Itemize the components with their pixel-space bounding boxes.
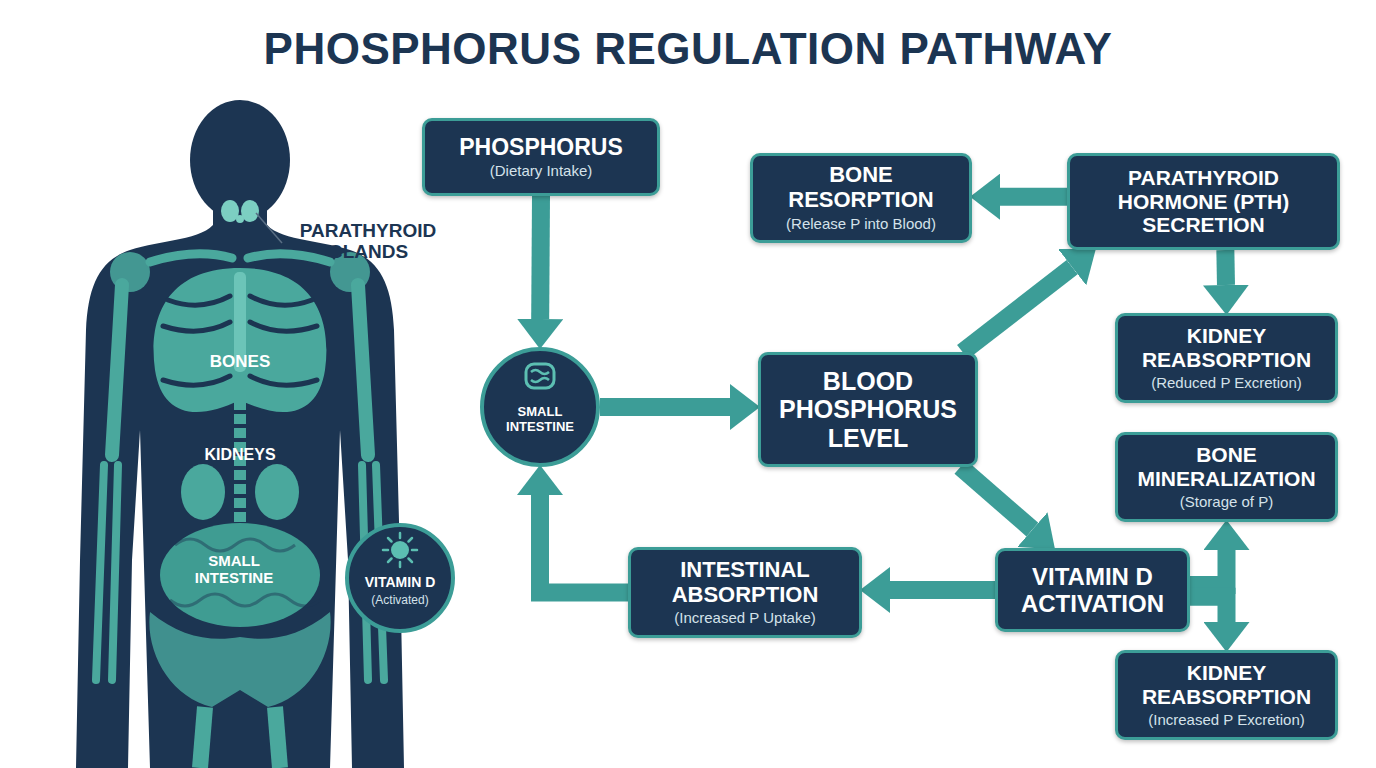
parathyroid-gland [236, 215, 244, 223]
node-subtext: (Release P into Blood) [786, 216, 936, 233]
process-box: KIDNEY REABSORPTION (Increased P Excretio… [1115, 650, 1338, 740]
skeleton [96, 200, 384, 768]
kidney-shape [255, 464, 299, 520]
torso-silhouette [76, 222, 404, 768]
organ-label: KIDNEYS [185, 446, 295, 464]
sun-ray [409, 538, 413, 542]
process-box: BONE RESORPTION (Release P into Blood) [750, 153, 972, 243]
forearm-bone [112, 465, 118, 680]
node-subtext: (Reduced P Excretion) [1151, 375, 1302, 392]
intestine-folds [170, 539, 320, 606]
node-heading: INTESTINAL ABSORPTION [637, 558, 853, 608]
femur [200, 707, 205, 768]
central-box: BLOOD PHOSPHORUS LEVEL [758, 352, 978, 467]
flow-arrow [890, 581, 995, 599]
node-heading: KIDNEY REABSORPTION [1124, 324, 1329, 371]
sun-ray [399, 533, 402, 538]
pelvis [149, 612, 330, 707]
kidney-shape [181, 464, 225, 520]
leader-line [256, 213, 282, 243]
femur [275, 707, 280, 768]
vitamin-circle: VITAMIN D (Activated) [345, 523, 455, 633]
process-box: VITAMIN D ACTIVATION [995, 548, 1190, 632]
node-subtext: (Dietary Intake) [490, 163, 593, 180]
sun-ray [409, 559, 413, 563]
node-heading: VITAMIN D [365, 575, 436, 591]
circle-shape [482, 349, 598, 465]
node-heading: VITAMIN D ACTIVATION [1004, 563, 1181, 617]
node-heading: PARATHYROID HORMONE (PTH) SECRETION [1076, 166, 1331, 237]
sun-disc [391, 541, 409, 559]
node-heading: BONE RESORPTION [759, 163, 963, 213]
flow-arrow [1216, 250, 1235, 285]
sun-ray [412, 549, 417, 552]
circle-shape [347, 525, 453, 631]
intestine-fold [175, 539, 295, 551]
organ-label: SMALL INTESTINE [178, 553, 290, 587]
node-subtext: (Storage of P) [1180, 494, 1273, 511]
intestine-icon [526, 364, 554, 388]
process-box: KIDNEY REABSORPTION (Reduced P Excretion) [1115, 313, 1338, 403]
sun-ray [388, 559, 392, 563]
process-box: BONE MINERALIZATION (Storage of P) [1115, 432, 1338, 522]
intestine-icon-folds [531, 370, 549, 382]
rib-gap [250, 296, 312, 305]
humerus [112, 285, 122, 455]
rib-gap [250, 322, 317, 331]
rib-gap [163, 322, 230, 331]
node-subtext: (Activated) [371, 594, 428, 608]
rib-gap [250, 376, 317, 385]
intestine-shape [160, 523, 320, 627]
flow-arrow [1190, 550, 1227, 585]
node-subtext: (Increased P Uptake) [674, 610, 815, 627]
rib-gap [168, 296, 230, 305]
node-subtext: (Increased P Excretion) [1148, 712, 1304, 729]
clavicle [150, 254, 232, 262]
sun-ray [399, 562, 402, 567]
sun-ray [388, 538, 392, 542]
humerus [358, 285, 368, 455]
organ-circle: SMALL INTESTINE [480, 347, 600, 467]
node-heading: KIDNEY REABSORPTION [1124, 661, 1329, 708]
node-heading: SMALL INTESTINE [492, 405, 588, 434]
flow-arrow [960, 467, 1032, 530]
flow-arrow [963, 267, 1073, 352]
clavicle [248, 254, 330, 262]
organ-label: PARATHYROID GLANDS [278, 220, 458, 263]
sun-icon [383, 533, 417, 567]
flow-arrow [531, 196, 550, 319]
organ-label: BONES [190, 352, 290, 371]
node-heading: PHOSPHORUS [459, 134, 623, 160]
intestine-fold [170, 594, 320, 606]
rib-gap [163, 376, 230, 385]
process-box: PARATHYROID HORMONE (PTH) SECRETION [1067, 153, 1340, 250]
flow-arrow [540, 495, 628, 593]
node-heading: BONE MINERALIZATION [1124, 443, 1329, 490]
sun-ray [383, 549, 388, 552]
node-heading: BLOOD PHOSPHORUS LEVEL [767, 367, 969, 452]
flow-arrow [1190, 597, 1227, 622]
flow-arrow [1000, 188, 1067, 206]
flow-arrow [600, 398, 730, 416]
process-box: INTESTINAL ABSORPTION (Increased P Uptake… [628, 547, 862, 638]
ribcage [154, 268, 327, 412]
intestine-icon-outline [526, 364, 554, 388]
diagram-title: PHOSPHORUS REGULATION PATHWAY [0, 22, 1376, 76]
body-silhouette [76, 100, 404, 768]
input-box: PHOSPHORUS (Dietary Intake) [422, 118, 660, 196]
forearm-bone [96, 465, 104, 680]
